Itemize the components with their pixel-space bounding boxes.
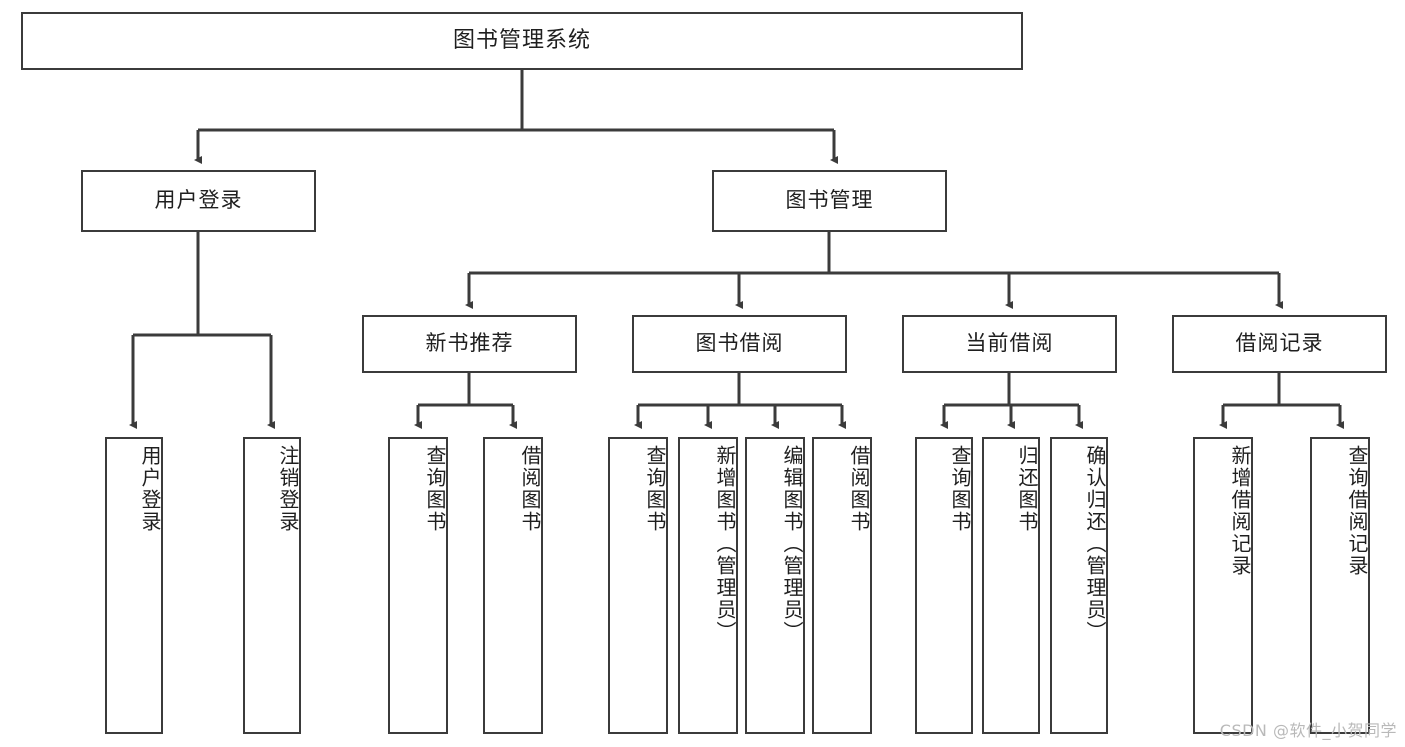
node-current-borrowing[interactable]: 当前借阅: [902, 315, 1117, 373]
node-book-borrowing[interactable]: 图书借阅: [632, 315, 847, 373]
leaf-edit-book-admin[interactable]: 编辑图书（管理员）: [745, 437, 805, 734]
leaf-query-book-recommend[interactable]: 查询图书: [388, 437, 448, 734]
node-label: 用户登录: [154, 188, 243, 213]
node-label: 查询图书: [423, 445, 447, 533]
node-borrowing-record[interactable]: 借阅记录: [1172, 315, 1387, 373]
node-label: 查询借阅记录: [1345, 445, 1369, 577]
node-label: 图书管理: [785, 188, 874, 213]
node-label: 新书推荐: [425, 331, 514, 356]
leaf-borrow-book-recommend[interactable]: 借阅图书: [483, 437, 543, 734]
leaf-borrow-book[interactable]: 借阅图书: [812, 437, 872, 734]
leaf-add-book-admin[interactable]: 新增图书（管理员）: [678, 437, 738, 734]
leaf-logout[interactable]: 注销登录: [243, 437, 301, 734]
leaf-query-borrow-record[interactable]: 查询借阅记录: [1310, 437, 1370, 734]
node-book-management[interactable]: 图书管理: [712, 170, 947, 232]
node-user-login[interactable]: 用户登录: [81, 170, 316, 232]
node-new-book-recommendation[interactable]: 新书推荐: [362, 315, 577, 373]
node-label: 注销登录: [276, 445, 300, 533]
leaf-add-borrow-record[interactable]: 新增借阅记录: [1193, 437, 1253, 734]
node-label: 编辑图书（管理员）: [780, 445, 804, 643]
node-label: 借阅记录: [1235, 331, 1324, 356]
node-label: 确认归还（管理员）: [1083, 445, 1107, 643]
leaf-query-book-current[interactable]: 查询图书: [915, 437, 973, 734]
node-label: 当前借阅: [965, 331, 1054, 356]
leaf-return-book[interactable]: 归还图书: [982, 437, 1040, 734]
leaf-user-login[interactable]: 用户登录: [105, 437, 163, 734]
node-label: 图书管理系统: [452, 27, 591, 53]
leaf-confirm-return-admin[interactable]: 确认归还（管理员）: [1050, 437, 1108, 734]
node-root-system[interactable]: 图书管理系统: [21, 12, 1023, 70]
node-label: 查询图书: [643, 445, 667, 533]
node-label: 借阅图书: [847, 445, 871, 533]
leaf-query-book-borrow[interactable]: 查询图书: [608, 437, 668, 734]
node-label: 借阅图书: [518, 445, 542, 533]
node-label: 图书借阅: [695, 331, 784, 356]
node-label: 新增图书（管理员）: [713, 445, 737, 643]
node-label: 新增借阅记录: [1228, 445, 1252, 577]
node-label: 归还图书: [1015, 445, 1039, 533]
node-label: 用户登录: [138, 445, 162, 533]
node-label: 查询图书: [948, 445, 972, 533]
